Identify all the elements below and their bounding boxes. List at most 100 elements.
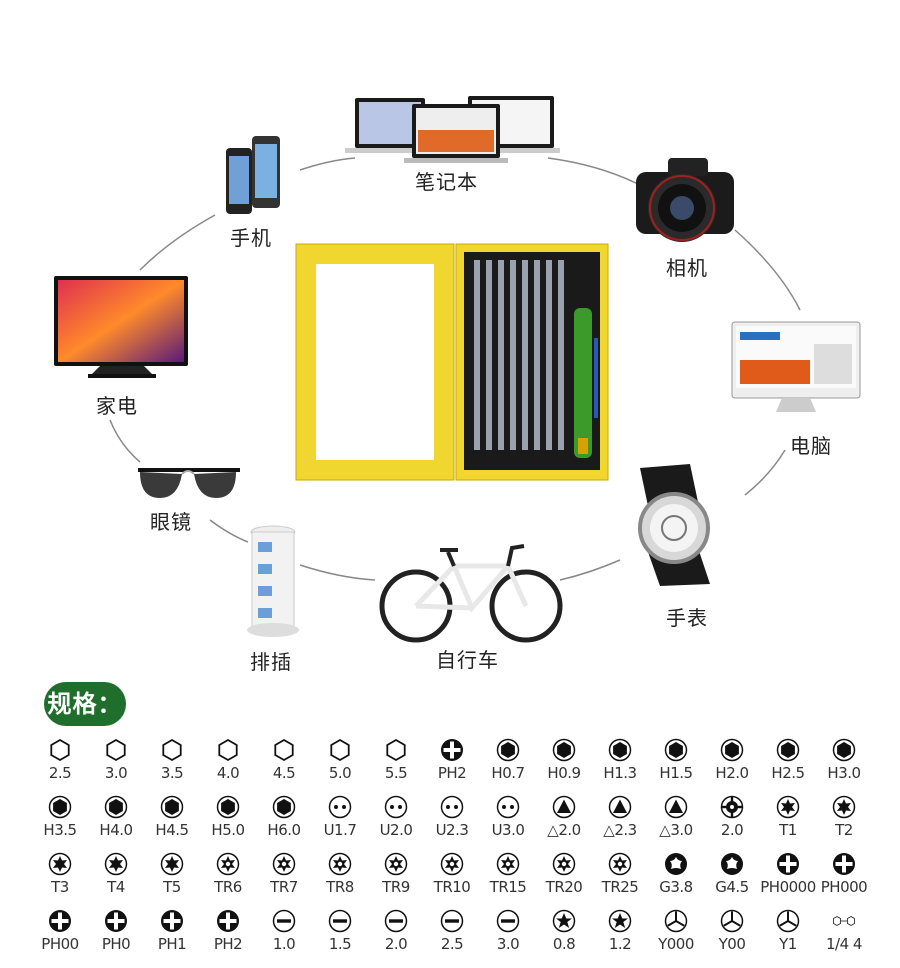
spec-label: H0.9 — [547, 764, 581, 782]
triangle-icon — [608, 795, 632, 819]
tri-wing-icon — [664, 909, 688, 933]
torx-icon — [776, 795, 800, 819]
spec-label: TR7 — [270, 878, 298, 896]
spec-label: TR15 — [489, 878, 527, 896]
hex-filled-icon — [496, 738, 520, 762]
spec-label: T5 — [163, 878, 181, 896]
spec-item: PH000 — [816, 852, 872, 909]
spec-label: △2.0 — [547, 821, 581, 839]
spec-item: 2.5 — [32, 738, 88, 795]
spec-item: T5 — [144, 852, 200, 909]
computer-image — [730, 320, 862, 416]
spec-label: △3.0 — [659, 821, 693, 839]
laptop-image — [340, 92, 570, 164]
spec-item: 3.5 — [144, 738, 200, 795]
spec-item: H5.0 — [200, 795, 256, 852]
watch-label: 手表 — [666, 606, 708, 630]
gamebit-icon — [664, 852, 688, 876]
spec-title-badge: 规格： — [44, 682, 126, 726]
spec-label: H5.0 — [211, 821, 245, 839]
u-shape-icon — [328, 795, 352, 819]
spec-item: U2.3 — [424, 795, 480, 852]
spec-label: H1.5 — [659, 764, 693, 782]
torx-security-icon — [608, 852, 632, 876]
spec-label: T2 — [835, 821, 853, 839]
hex-filled-icon — [48, 795, 72, 819]
spec-item: T3 — [32, 852, 88, 909]
u-shape-icon — [496, 795, 520, 819]
slotted-icon — [496, 909, 520, 933]
spec-item: 2.0 — [704, 795, 760, 852]
spec-item: H2.0 — [704, 738, 760, 795]
spec-label: TR25 — [601, 878, 639, 896]
phillips-icon — [160, 909, 184, 933]
tri-wing-icon — [720, 909, 744, 933]
spec-label: G4.5 — [715, 878, 749, 896]
spec-item: T2 — [816, 795, 872, 852]
spec-item: H0.7 — [480, 738, 536, 795]
spec-label: 2.0 — [384, 935, 408, 953]
spec-label: H0.7 — [491, 764, 525, 782]
spec-item: PH1 — [144, 909, 200, 966]
spec-label: 1/4 4 — [826, 935, 862, 953]
spec-label: T4 — [107, 878, 125, 896]
spec-item: U1.7 — [312, 795, 368, 852]
spec-item: PH00 — [32, 909, 88, 966]
spec-item: T4 — [88, 852, 144, 909]
spec-label: U3.0 — [491, 821, 525, 839]
torx-icon — [48, 852, 72, 876]
spec-item: H1.5 — [648, 738, 704, 795]
hex-icon — [272, 738, 296, 762]
spec-label: 0.8 — [552, 935, 576, 953]
pentalobe-icon — [608, 909, 632, 933]
torx-icon — [832, 795, 856, 819]
spec-label: 1.2 — [608, 935, 632, 953]
spec-item: TR15 — [480, 852, 536, 909]
spec-item: H2.5 — [760, 738, 816, 795]
spec-label: Y1 — [779, 935, 797, 953]
triangle-icon — [664, 795, 688, 819]
spec-item: TR20 — [536, 852, 592, 909]
phillips-icon — [776, 852, 800, 876]
phillips-icon — [216, 909, 240, 933]
spec-item: 3.0 — [88, 738, 144, 795]
spec-label: U2.0 — [379, 821, 413, 839]
hex-filled-icon — [272, 795, 296, 819]
socket-label: 排插 — [250, 650, 292, 674]
cross-circle-icon — [720, 795, 744, 819]
spec-item: 2.0 — [368, 909, 424, 966]
phillips-icon — [832, 852, 856, 876]
spec-item: H6.0 — [256, 795, 312, 852]
spec-label: PH0 — [101, 935, 131, 953]
spec-label: 1.0 — [272, 935, 296, 953]
spec-label: 5.0 — [328, 764, 352, 782]
spec-label: TR8 — [326, 878, 354, 896]
slotted-icon — [440, 909, 464, 933]
spec-item: PH2 — [424, 738, 480, 795]
laptop-label: 笔记本 — [415, 170, 478, 194]
spec-label: TR9 — [382, 878, 410, 896]
camera-label: 相机 — [666, 256, 708, 280]
spec-item: Y000 — [648, 909, 704, 966]
spec-label: 2.5 — [440, 935, 464, 953]
gamebit-icon — [720, 852, 744, 876]
spec-label: H1.3 — [603, 764, 637, 782]
hex-filled-icon — [104, 795, 128, 819]
spec-item: 1.5 — [312, 909, 368, 966]
torx-security-icon — [272, 852, 296, 876]
spec-label: TR10 — [433, 878, 471, 896]
torx-icon — [160, 852, 184, 876]
hex-icon — [160, 738, 184, 762]
spec-label: 2.0 — [720, 821, 744, 839]
spec-label: H3.0 — [827, 764, 861, 782]
hex-icon — [384, 738, 408, 762]
spec-item: 2.5 — [424, 909, 480, 966]
pentalobe-icon — [552, 909, 576, 933]
spec-item: H4.5 — [144, 795, 200, 852]
spec-label: △2.3 — [603, 821, 637, 839]
hex-filled-icon — [664, 738, 688, 762]
spec-label: G3.8 — [659, 878, 693, 896]
